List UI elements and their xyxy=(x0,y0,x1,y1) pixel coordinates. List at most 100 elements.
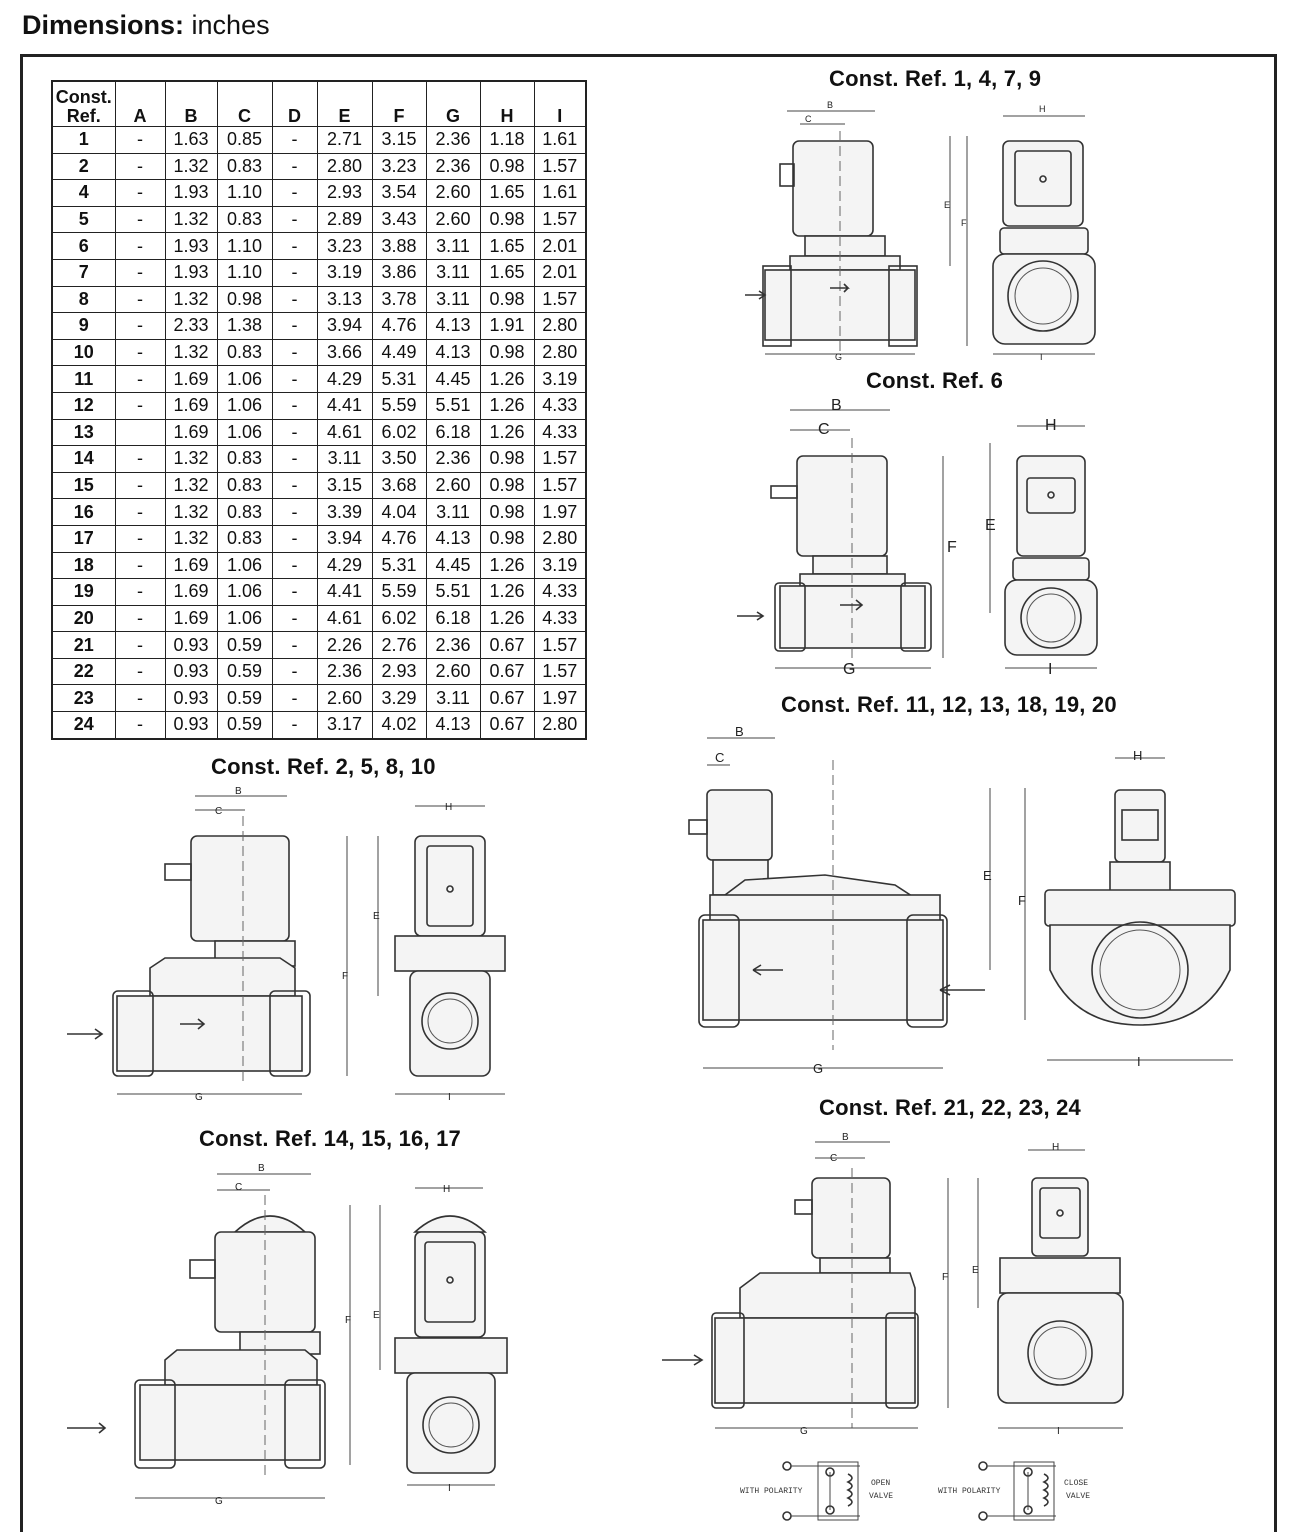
caption-ref-11-20: Const. Ref. 11, 12, 13, 18, 19, 20 xyxy=(781,692,1117,717)
column-header-text: F xyxy=(393,106,405,126)
dimension-label-i: I xyxy=(1040,352,1043,362)
dimension-cell: - xyxy=(114,711,166,740)
column-header: E xyxy=(316,80,373,127)
dimension-cell: 1.10 xyxy=(216,179,273,207)
column-header: A xyxy=(114,80,166,127)
dimension-cell: 3.23 xyxy=(316,232,373,260)
dimension-cell: 1.57 xyxy=(533,631,587,659)
dimension-cell: 1.38 xyxy=(216,312,273,340)
const-ref-cell: 9 xyxy=(51,312,116,340)
dimension-cell: - xyxy=(271,365,318,393)
dimension-cell: 0.98 xyxy=(479,205,535,234)
dimension-cell: 1.26 xyxy=(479,551,535,580)
dimension-cell: 1.06 xyxy=(216,578,273,606)
const-ref-cell: 6 xyxy=(51,232,116,260)
column-header-text: A xyxy=(133,106,147,126)
column-header-text: Ref. xyxy=(66,106,101,126)
column-header: I xyxy=(533,80,587,127)
dimension-cell: 2.93 xyxy=(316,179,373,207)
dimension-cell: 1.57 xyxy=(533,205,587,234)
dimension-cell: 0.67 xyxy=(479,711,535,740)
dimension-cell: 1.69 xyxy=(164,578,218,606)
dimension-cell: 1.06 xyxy=(216,391,273,420)
dimension-label-i: I xyxy=(1057,1426,1060,1437)
dimension-cell: 4.33 xyxy=(533,578,587,606)
const-ref-cell: 21 xyxy=(51,631,116,659)
dimension-label-i: I xyxy=(448,1483,451,1494)
dimension-cell: 2.60 xyxy=(316,684,373,713)
dimension-cell: 4.49 xyxy=(371,338,427,367)
dimension-cell: 4.61 xyxy=(316,604,373,633)
dimension-cell: 0.83 xyxy=(216,205,273,234)
dimension-cell: 2.80 xyxy=(533,312,587,340)
column-header-text: B xyxy=(184,106,198,126)
dimension-cell: - xyxy=(271,604,318,633)
dimension-cell: 2.36 xyxy=(316,657,373,686)
dimension-cell: 1.93 xyxy=(164,258,218,287)
dimension-cell: 4.02 xyxy=(371,711,427,740)
dimension-cell: 0.59 xyxy=(216,711,273,740)
valve-drawing-ref-2-5-8-10: B C G F E H I xyxy=(67,786,506,1103)
dimension-cell: 1.26 xyxy=(479,604,535,633)
dimension-cell: 1.26 xyxy=(479,391,535,420)
column-header: F xyxy=(371,80,427,127)
dimension-cell: 0.59 xyxy=(216,657,273,686)
valve-drawing-ref-6: B C G E F H I xyxy=(737,397,1098,678)
open-valve-label-line2: VALVE xyxy=(869,1492,894,1501)
dimension-label-c: C xyxy=(805,114,812,124)
dimension-cell: 1.65 xyxy=(479,179,535,207)
dimension-cell: 2.60 xyxy=(425,471,481,500)
dimension-cell: 4.41 xyxy=(316,578,373,606)
dimension-cell: 2.89 xyxy=(316,205,373,234)
dimension-cell: 1.61 xyxy=(533,179,587,207)
dimension-cell: 1.65 xyxy=(479,258,535,287)
dimension-cell: - xyxy=(271,205,318,234)
dimension-cell: 2.80 xyxy=(533,711,587,740)
dimension-cell: 1.61 xyxy=(533,126,587,154)
dimension-cell: 0.83 xyxy=(216,471,273,500)
dimension-cell: 1.57 xyxy=(533,152,587,181)
dimension-cell: 0.83 xyxy=(216,152,273,181)
dimension-cell: 4.33 xyxy=(533,418,587,447)
const-ref-cell: 24 xyxy=(51,711,116,740)
dimension-label-f: F xyxy=(342,971,348,982)
dimension-cell: 1.32 xyxy=(164,524,218,553)
dimension-cell: 1.93 xyxy=(164,232,218,260)
dimension-cell: 4.29 xyxy=(316,365,373,393)
polarity-close-symbol xyxy=(978,1461,1056,1521)
caption-ref-14-17: Const. Ref. 14, 15, 16, 17 xyxy=(199,1126,461,1151)
polarity-diagrams xyxy=(782,1461,1056,1521)
dimension-cell: - xyxy=(271,285,318,314)
const-ref-cell: 15 xyxy=(51,471,116,500)
dimension-label-f: F xyxy=(961,218,967,228)
valve-drawing-ref-11-20: B C G E F H I xyxy=(688,724,1236,1076)
dimension-label-c: C xyxy=(215,806,222,817)
dimension-cell: 3.11 xyxy=(425,232,481,260)
dimension-cell: - xyxy=(114,258,166,287)
dimension-label-g: G xyxy=(800,1426,808,1437)
dimension-label-b: B xyxy=(842,1132,849,1143)
dimension-cell: 1.32 xyxy=(164,471,218,500)
const-ref-cell: 14 xyxy=(51,445,116,473)
dimension-cell: 1.10 xyxy=(216,258,273,287)
column-header-text: E xyxy=(338,106,351,126)
dimension-cell: - xyxy=(271,391,318,420)
dimension-cell: 0.93 xyxy=(164,684,218,713)
dimension-cell: 3.19 xyxy=(533,365,587,393)
dimension-cell: - xyxy=(271,179,318,207)
dimension-cell: - xyxy=(114,524,166,553)
dimension-cell: 2.33 xyxy=(164,312,218,340)
dimension-cell: 2.01 xyxy=(533,232,587,260)
dimension-cell: - xyxy=(271,578,318,606)
dimension-cell: 2.36 xyxy=(425,631,481,659)
const-ref-cell: 18 xyxy=(51,551,116,580)
dimension-cell: - xyxy=(271,445,318,473)
dimension-cell: - xyxy=(271,258,318,287)
